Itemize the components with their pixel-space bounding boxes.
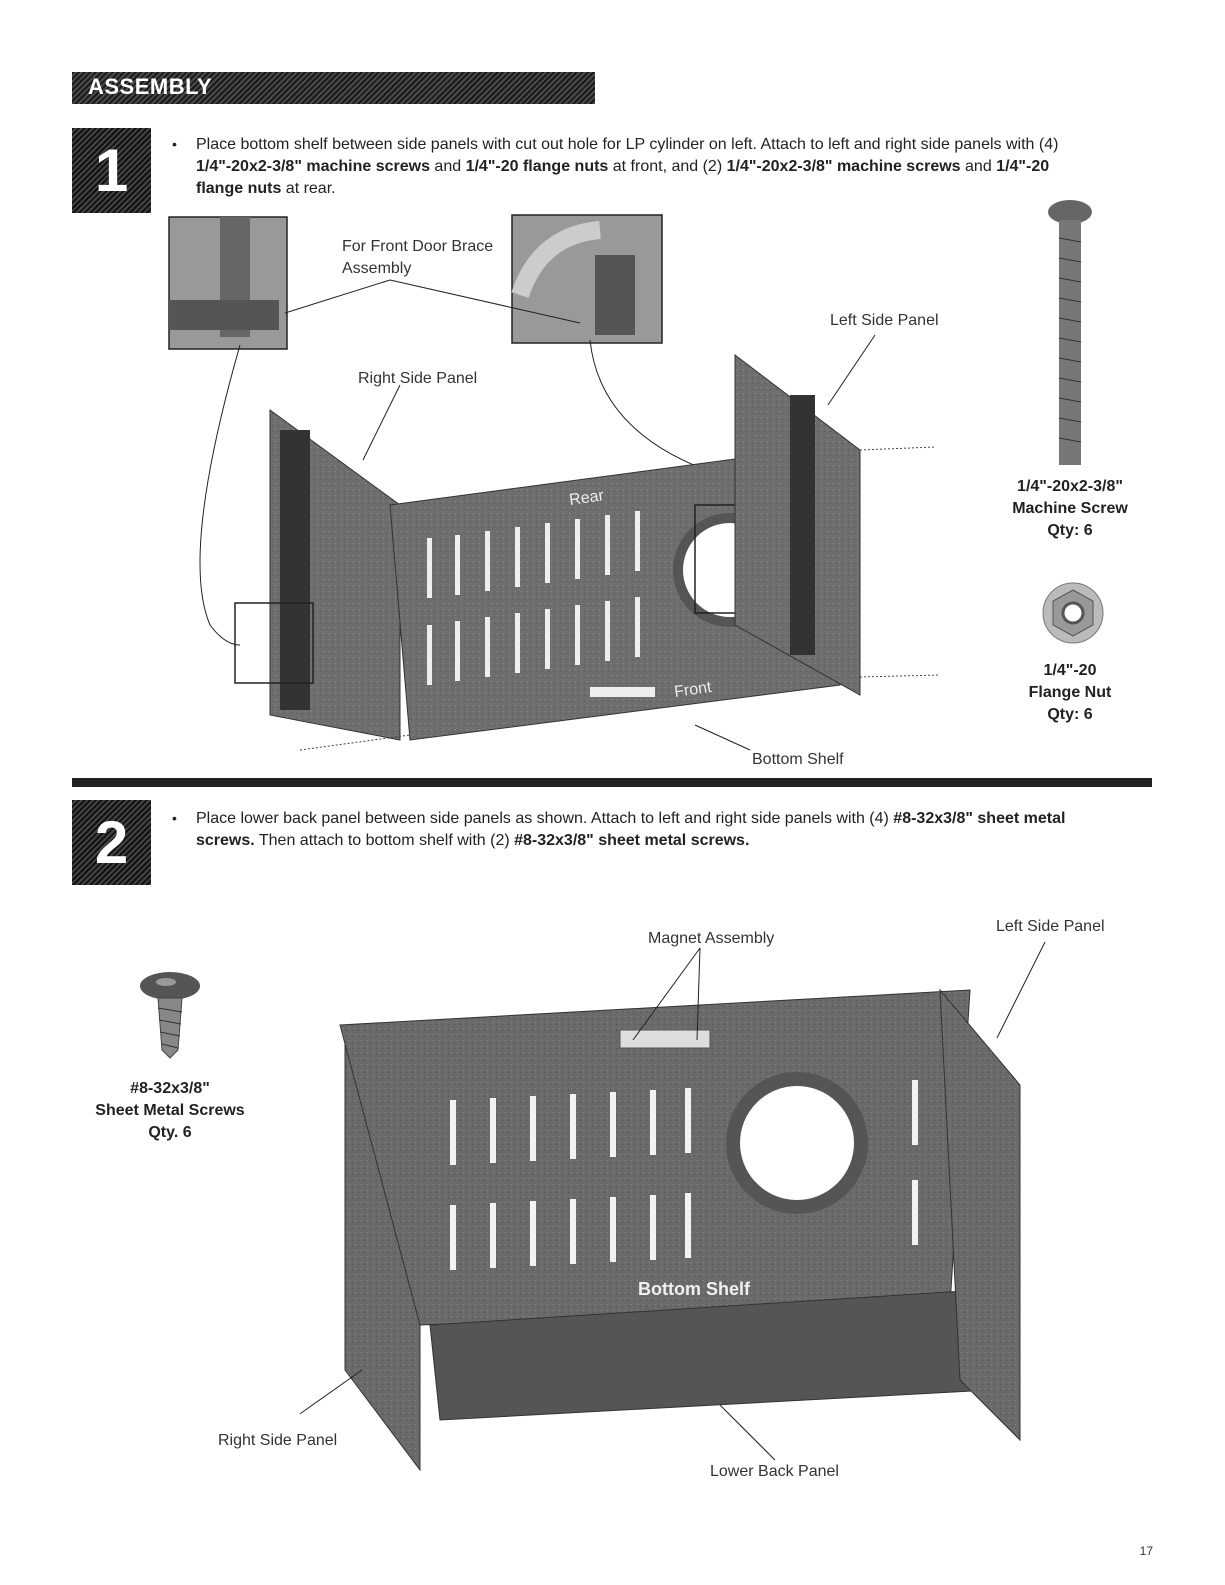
step-2-bottom-shelf-text: Bottom Shelf <box>638 1279 751 1299</box>
flange-nut-icon <box>1042 582 1104 644</box>
sheet-metal-screw-icon <box>140 972 200 1059</box>
front-label: Front <box>673 679 713 701</box>
step-2-left-side-panel <box>939 988 1021 1442</box>
magnet-assembly-label: Magnet Assembly <box>648 930 775 947</box>
page-number: 17 <box>1139 1544 1153 1558</box>
front-door-brace-label: For Front Door Brace Assembly <box>342 238 494 277</box>
machine-screw-label: 1/4"-20x2-3/8" Machine Screw Qty: 6 <box>1012 478 1128 539</box>
step-2-number: 2 <box>72 800 151 885</box>
rear-label: Rear <box>568 487 605 509</box>
step-2-bullet: • <box>172 810 177 826</box>
step-1-right-side-panel-label: Right Side Panel <box>358 370 478 387</box>
step-2-instructions: Place lower back panel between side pane… <box>196 810 1066 849</box>
step-1-illustration: Rear Front <box>168 214 941 751</box>
step-1-instructions: Place bottom shelf between side panels w… <box>196 136 1059 197</box>
step-1-number: 1 <box>72 128 151 213</box>
step-2-illustration: Bottom Shelf <box>300 941 1046 1472</box>
step-divider <box>72 778 1152 787</box>
machine-screw-icon <box>1048 200 1092 465</box>
step-2-right-side-panel-label: Right Side Panel <box>218 1432 338 1449</box>
step-1-bullet: • <box>172 136 177 152</box>
section-title: ASSEMBLY <box>88 74 213 99</box>
step-2-left-side-panel-label: Left Side Panel <box>996 918 1105 935</box>
sheet-metal-screw-label: #8-32x3/8" Sheet Metal Screws Qty. 6 <box>95 1080 245 1141</box>
lower-back-panel-label: Lower Back Panel <box>710 1463 839 1480</box>
step-1-bottom-shelf-label: Bottom Shelf <box>752 751 844 768</box>
section-header: ASSEMBLY <box>72 72 595 104</box>
flange-nut-label: 1/4"-20 Flange Nut Qty: 6 <box>1028 662 1112 723</box>
step-1-left-side-panel-label: Left Side Panel <box>830 312 939 329</box>
